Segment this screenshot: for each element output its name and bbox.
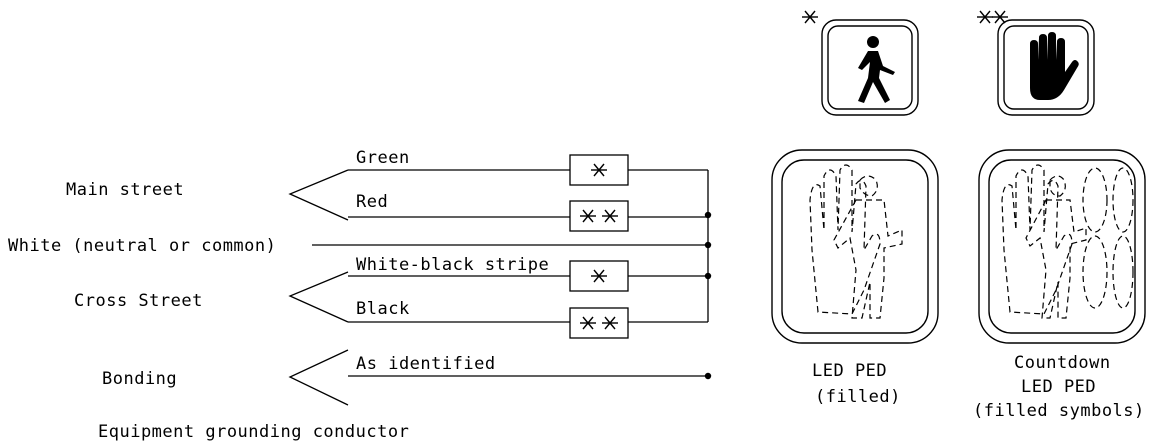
box-dontwalk-cross	[569, 307, 629, 339]
junction-dots	[704, 211, 712, 380]
box-dontwalk-main	[569, 200, 629, 232]
countdown-signal-head	[978, 149, 1146, 344]
countdown-line1: Countdown	[1014, 353, 1111, 373]
wire-label-green: Green	[356, 148, 410, 168]
walking-person-icon	[801, 10, 919, 116]
label-neutral: White (neutral or common)	[8, 236, 276, 256]
cross-street-fan	[288, 271, 349, 323]
countdown-line2: LED PED	[1021, 377, 1096, 397]
led-ped-line2: (filled)	[815, 387, 901, 407]
led-ped-line1: LED PED	[812, 361, 887, 381]
countdown-line3: (filled symbols)	[973, 401, 1145, 421]
bonding-fan	[288, 349, 349, 406]
dontwalk-indication-marker	[976, 10, 994, 24]
wire-label-red: Red	[356, 192, 388, 212]
label-bonding: Bonding	[102, 369, 177, 389]
box-walk-cross	[569, 260, 629, 292]
walk-indication-marker	[801, 10, 819, 24]
box-walk-main	[569, 154, 629, 186]
label-equipment-grounding: Equipment grounding conductor	[98, 422, 409, 442]
led-ped-signal-head	[771, 149, 939, 344]
wire-label-white-black: White-black stripe	[356, 255, 549, 275]
label-main-street: Main street	[66, 180, 184, 200]
wire-label-as-identified: As identified	[356, 354, 496, 374]
label-cross-street: Cross Street	[74, 291, 203, 311]
wire-label-black: Black	[356, 299, 410, 319]
main-street-fan	[288, 169, 349, 221]
raised-hand-icon	[976, 10, 1095, 116]
